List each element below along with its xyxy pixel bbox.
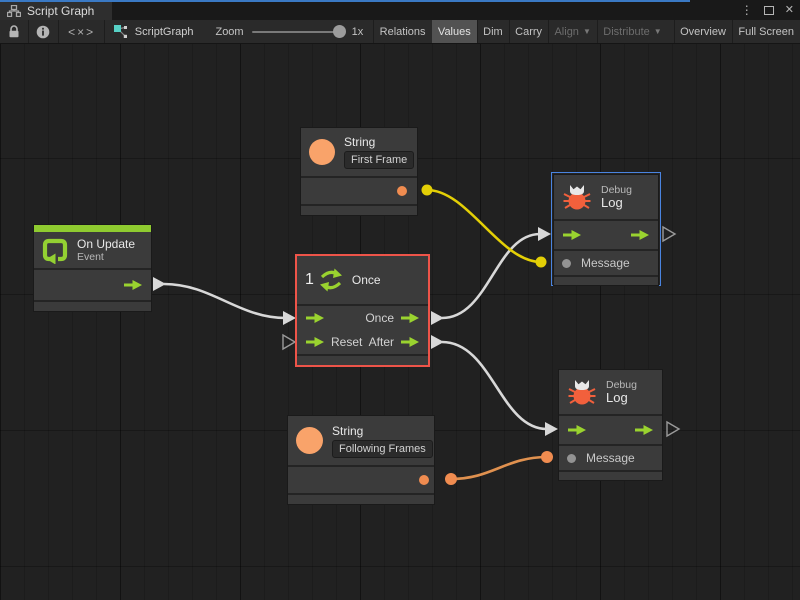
flow-output-port[interactable] [630, 229, 650, 241]
port-triangle-after-out[interactable] [431, 335, 444, 349]
wire-string-logbottom[interactable] [450, 455, 548, 481]
chevron-down-icon: ▼ [653, 27, 662, 36]
maximize-icon[interactable] [763, 5, 774, 15]
flow-output-port-after[interactable] [400, 336, 420, 348]
string-value-field[interactable]: First Frame [344, 151, 415, 169]
port-triangle-logtop-out[interactable] [662, 225, 677, 243]
tab-script-graph[interactable]: Script Graph [0, 2, 112, 20]
lock-icon [9, 25, 19, 38]
wire-endpoint-dot[interactable] [535, 256, 547, 268]
tab-title: Script Graph [27, 4, 95, 18]
close-icon[interactable]: ✕ [784, 4, 794, 16]
port-triangle-reset[interactable] [282, 333, 297, 351]
wire-arrowhead [283, 311, 296, 325]
lock-button[interactable] [0, 20, 28, 43]
wire-once-logbottom[interactable] [441, 340, 548, 431]
node-title: String [332, 423, 364, 438]
zoom-label: Zoom [215, 25, 244, 38]
info-button[interactable] [28, 20, 58, 43]
flow-input-port[interactable] [562, 229, 582, 241]
zoom-control: Zoom 1x [203, 20, 369, 43]
graph-hierarchy-icon [7, 5, 21, 17]
wire-once-logtop[interactable] [441, 232, 541, 320]
flow-input-port[interactable] [305, 312, 325, 324]
port-triangle-out[interactable] [153, 277, 166, 291]
node-title: Once [351, 273, 381, 287]
wire-endpoint-dot[interactable] [541, 451, 553, 463]
values-button[interactable]: Values [431, 20, 477, 43]
graph-name: ScriptGraph [134, 25, 194, 38]
wire-endpoint-dot[interactable] [445, 473, 457, 485]
message-input-port[interactable] [567, 453, 576, 463]
bug-icon [563, 185, 591, 210]
wire-arrowhead [538, 227, 551, 241]
flow-input-port-reset[interactable] [305, 336, 325, 348]
wire-arrowhead [545, 422, 558, 436]
node-debug-log-bottom[interactable]: Debug Log Message [558, 369, 663, 481]
node-title: String [344, 135, 376, 149]
wire-layer [153, 184, 681, 485]
string-output-port[interactable] [397, 186, 407, 196]
script-graph-icon [113, 24, 127, 38]
node-title: Log [601, 195, 623, 210]
focused-tab-indicator [0, 0, 690, 2]
flow-input-port[interactable] [567, 424, 587, 436]
flow-output-port-once[interactable] [400, 312, 420, 324]
graph-toolbar: <×> ScriptGraph Zoom 1x Relations Values… [0, 20, 800, 44]
node-debug-log-top[interactable]: Debug Log Message [551, 172, 661, 286]
port-triangle-logbottom-out[interactable] [666, 420, 681, 438]
wire-string-logtop[interactable] [426, 188, 542, 264]
wire-endpoint-dot[interactable] [421, 184, 433, 196]
port-label: Reset [331, 335, 363, 349]
edit-source-button[interactable]: <×> [68, 24, 96, 39]
overview-button[interactable]: Overview [680, 25, 726, 38]
port-label: Message [586, 451, 635, 465]
port-label: Message [581, 256, 630, 270]
graph-breadcrumb[interactable]: ScriptGraph [105, 20, 204, 43]
zoom-slider-handle[interactable] [332, 25, 346, 38]
node-kind: Debug [606, 379, 637, 391]
string-type-icon [309, 139, 335, 165]
graph-canvas[interactable]: String First Frame Debug [0, 44, 800, 600]
zoom-value: 1x [351, 25, 364, 38]
node-title: Log [606, 390, 628, 405]
align-button[interactable]: Align ▼ [554, 25, 591, 38]
distribute-button[interactable]: Distribute ▼ [603, 25, 662, 38]
relations-button[interactable]: Relations [379, 25, 426, 38]
node-once[interactable]: 1 Once Once Reset After [295, 254, 430, 367]
fullscreen-button[interactable]: Full Screen [738, 25, 794, 38]
port-triangle-once-out[interactable] [431, 311, 444, 325]
info-icon [37, 25, 50, 38]
bug-icon [568, 380, 596, 405]
title-bar: Script Graph ⋮ ✕ [0, 0, 800, 20]
event-accent-strip [34, 225, 151, 232]
once-icon-number: 1 [305, 271, 314, 288]
chevron-down-icon: ▼ [582, 27, 591, 36]
string-value-field[interactable]: Following Frames [332, 439, 433, 458]
port-label: After [368, 335, 394, 349]
node-title: On Update [77, 237, 136, 251]
zoom-slider[interactable] [251, 25, 346, 38]
once-cycle-icon [319, 268, 342, 292]
dim-button[interactable]: Dim [483, 25, 503, 38]
message-input-port[interactable] [562, 258, 571, 268]
node-subtitle: Event [77, 251, 104, 263]
string-type-icon [296, 427, 323, 454]
flow-output-port[interactable] [634, 424, 654, 436]
port-label: Once [365, 311, 394, 325]
node-on-update[interactable]: On Update Event [33, 224, 152, 312]
on-update-icon [42, 238, 68, 264]
kebab-menu-icon[interactable]: ⋮ [740, 3, 753, 17]
flow-output-port[interactable] [123, 279, 143, 291]
node-kind: Debug [601, 184, 632, 196]
string-output-port[interactable] [419, 475, 429, 485]
carry-button[interactable]: Carry [515, 25, 543, 38]
node-string-following[interactable]: String Following Frames [287, 415, 435, 505]
wire-onupdate-once[interactable] [163, 282, 287, 320]
node-string-first[interactable]: String First Frame [300, 127, 418, 216]
